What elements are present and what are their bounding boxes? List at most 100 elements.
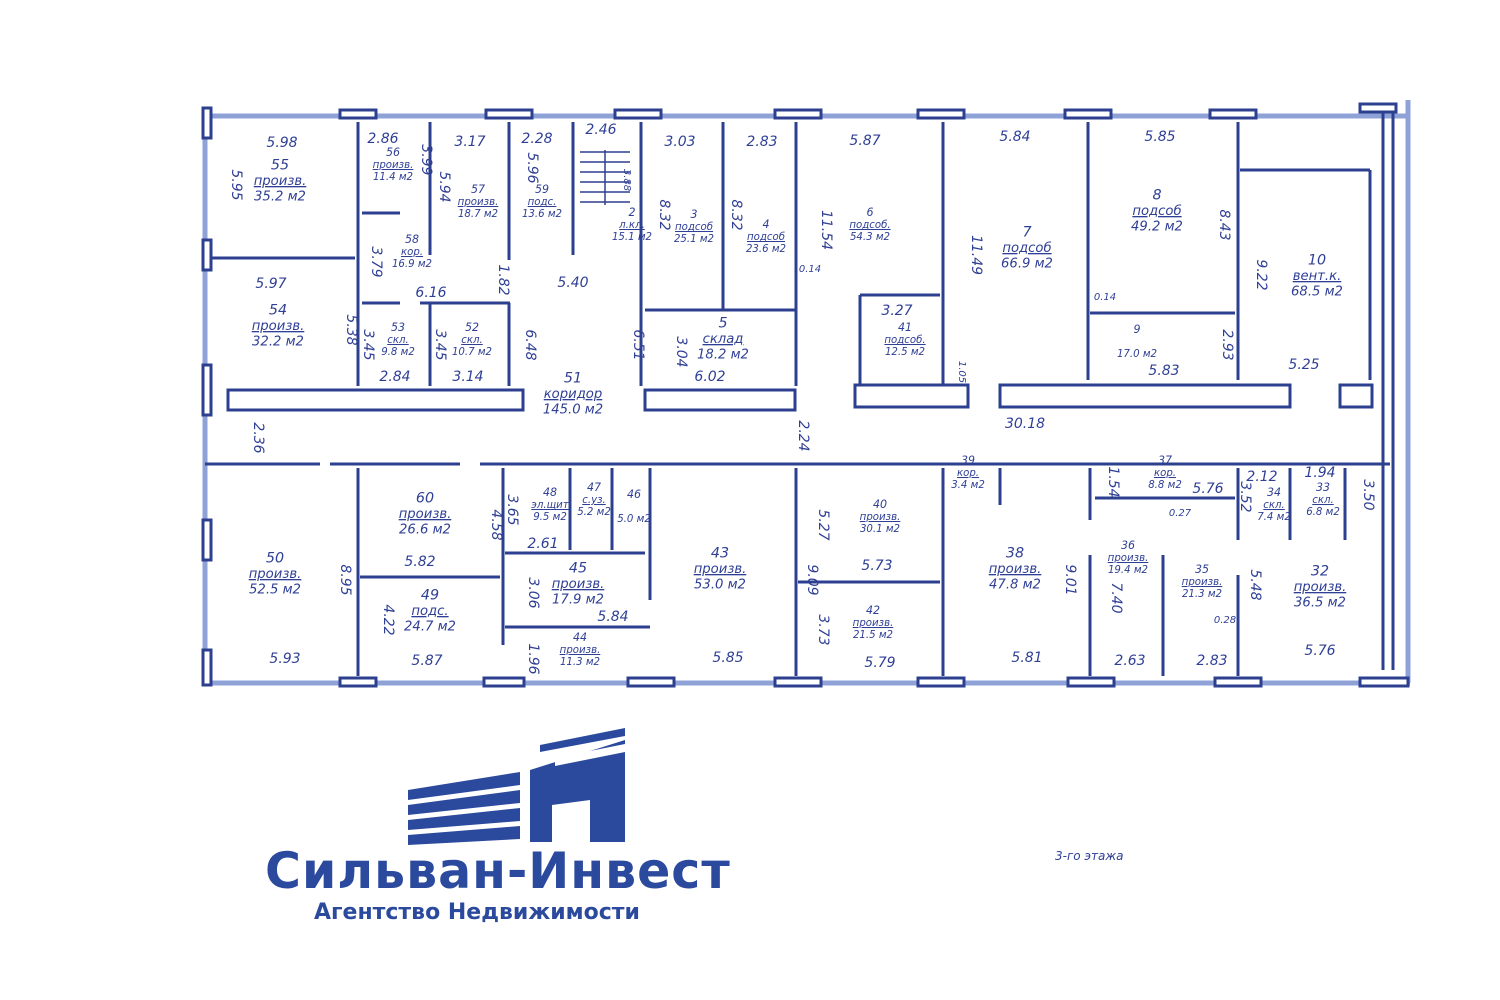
room-area: 35.2 м2 <box>254 189 306 204</box>
room-type: произв. <box>254 174 307 189</box>
dimension-label: 3.45 <box>432 329 448 360</box>
dimension-label: 9.01 <box>1062 564 1078 595</box>
room-area: 13.6 м2 <box>522 209 562 220</box>
dimension-label: 0.27 <box>1169 508 1192 519</box>
dimension-label: 3.03 <box>664 134 695 150</box>
room-area: 18.7 м2 <box>458 209 498 220</box>
dimension-label: 2.24 <box>795 420 811 451</box>
dimension-label: 0.28 <box>1214 615 1236 626</box>
room-number: 8 <box>1152 188 1161 204</box>
dimension-label: 2.93 <box>1219 329 1235 360</box>
room-area: 68.5 м2 <box>1291 284 1343 299</box>
room-number: 2 <box>628 206 635 219</box>
dimension-label: 6.51 <box>630 329 646 360</box>
room-number: 57 <box>471 183 485 196</box>
dimension-label: 11.49 <box>968 235 984 275</box>
room-type: подсоб <box>675 221 713 233</box>
dimension-label: 1.05 <box>956 361 967 383</box>
room-type: произв. <box>552 577 605 592</box>
room-type: л.кл. <box>618 220 645 231</box>
room-number: 56 <box>386 146 400 159</box>
room-number: 3 <box>690 208 697 221</box>
columns <box>201 102 1410 688</box>
room-area: 21.5 м2 <box>853 630 893 641</box>
dimension-label: 3.88 <box>621 169 632 191</box>
dimension-label: 5.93 <box>269 651 300 667</box>
room-type: произв. <box>989 562 1042 577</box>
room-number: 7 <box>1022 225 1031 241</box>
dimension-label: 8.95 <box>337 564 353 595</box>
dimension-label: 1.96 <box>525 643 541 674</box>
dimension-label: 8.43 <box>1216 209 1232 240</box>
room-type: вент.к. <box>1293 269 1342 284</box>
room-area: 66.9 м2 <box>1001 256 1053 271</box>
dimension-label: 5.94 <box>436 171 452 202</box>
room-number: 49 <box>421 588 439 604</box>
room-area: 15.1 м2 <box>612 232 652 243</box>
dimension-label: 3.27 <box>881 303 912 319</box>
dimension-label: 5.81 <box>1011 650 1042 666</box>
room-area: 16.9 м2 <box>392 259 432 270</box>
room-area: 12.5 м2 <box>885 347 925 358</box>
dimension-label: 5.85 <box>712 650 743 666</box>
room-number: 59 <box>535 183 549 196</box>
room-area: 54.3 м2 <box>850 232 890 243</box>
room-area: 24.7 м2 <box>404 619 456 634</box>
dimension-label: 5.95 <box>228 169 244 200</box>
dimension-label: 2.84 <box>379 369 410 385</box>
room-number: 58 <box>405 233 419 246</box>
room-area: 30.1 м2 <box>860 524 900 535</box>
dimension-label: 5.40 <box>557 275 588 291</box>
room-number: 55 <box>271 158 289 174</box>
dimension-label: 5.87 <box>411 653 442 669</box>
room-number: 42 <box>866 604 880 617</box>
dimension-label: 5.85 <box>1144 129 1175 145</box>
dimension-label: 2.46 <box>585 122 616 138</box>
dimension-label: 6.02 <box>694 369 725 385</box>
room-number: 34 <box>1267 486 1281 499</box>
room-type: произв. <box>252 319 305 334</box>
room-number: 9 <box>1133 323 1140 336</box>
room-type: произв. <box>399 507 452 522</box>
dimension-label: 5.25 <box>1288 357 1319 373</box>
room-number: 54 <box>269 303 287 319</box>
dimension-label: 2.63 <box>1114 653 1145 669</box>
room-type: эл.щит <box>531 500 570 511</box>
dimension-label: 2.12 <box>1246 469 1277 485</box>
room-number: 47 <box>587 481 601 494</box>
logo-subtitle: Агентство Недвижимости <box>314 900 640 925</box>
room-label-9: 917.0 м2 <box>1117 323 1157 360</box>
room-number: 53 <box>391 321 405 334</box>
dimension-label: 2.83 <box>746 134 777 150</box>
room-area: 26.6 м2 <box>399 522 451 537</box>
room-number: 44 <box>573 631 587 644</box>
dimension-label: 11.54 <box>818 210 834 250</box>
dimension-label: 3.99 <box>418 144 434 175</box>
room-label-46: 465.0 м2 <box>617 488 651 525</box>
dimension-label: 2.86 <box>367 131 398 147</box>
building-logo-icon <box>408 728 625 845</box>
dimension-label: 6.16 <box>415 285 446 301</box>
room-area: 6.8 м2 <box>1306 507 1340 518</box>
room-number: 36 <box>1121 539 1135 552</box>
room-area: 9.8 м2 <box>381 347 415 358</box>
room-type: произв. <box>560 645 601 656</box>
room-area: 8.8 м2 <box>1148 480 1182 491</box>
